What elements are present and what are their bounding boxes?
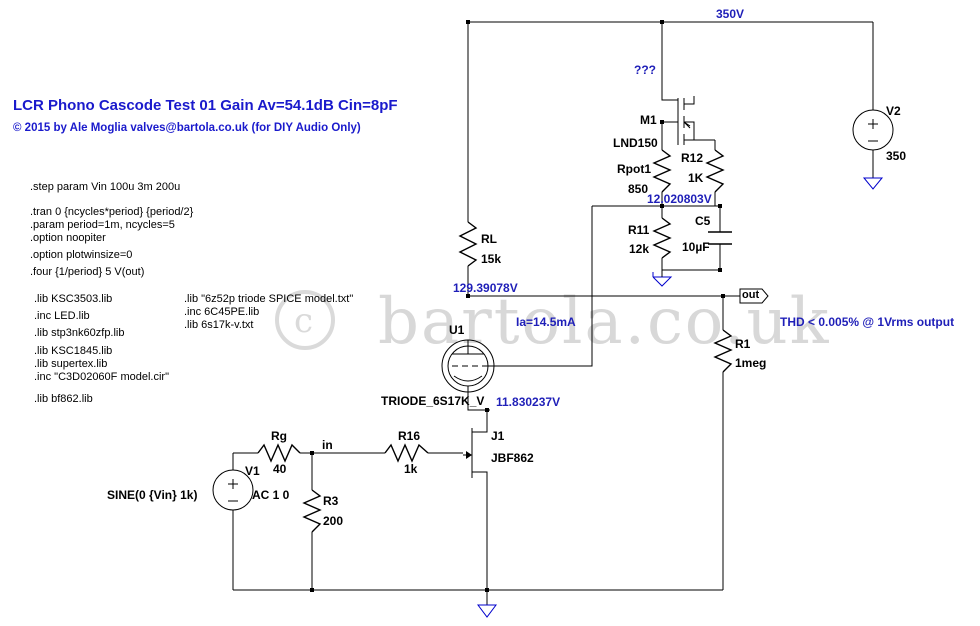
out-port-shape — [739, 288, 769, 304]
directive-line: .lib 6s17k-v.txt — [184, 319, 254, 331]
u1-value: TRIODE_6S17K_V — [381, 394, 485, 408]
rl-value: 15k — [481, 252, 502, 266]
directive-line: .tran 0 {ncycles*period} {period/2} — [30, 206, 194, 218]
c5-value: 10µF — [682, 240, 710, 254]
r12-name: R12 — [681, 151, 704, 165]
thd-annotation: THD < 0.005% @ 1Vrms output — [780, 315, 955, 329]
v2-source — [852, 109, 894, 151]
r11-resistor — [652, 217, 672, 259]
r3-value: 200 — [323, 514, 344, 528]
v1-source — [212, 469, 254, 511]
r3-resistor — [302, 489, 322, 533]
directive-line: .step param Vin 100u 3m 200u — [30, 181, 181, 193]
directive-line: .inc "C3D02060F model.cir" — [34, 371, 169, 383]
r11-value: 12k — [629, 242, 650, 256]
anode-voltage-label: 129.39078V — [453, 281, 518, 295]
rl-resistor — [458, 221, 478, 267]
svg-text:c: c — [294, 301, 313, 341]
rg-value: 40 — [273, 462, 287, 476]
r3-name: R3 — [323, 494, 339, 508]
r12-value: 1K — [688, 171, 704, 185]
v1-sine: SINE(0 {Vin} 1k) — [107, 488, 198, 502]
ia-annotation: Ia=14.5mA — [516, 315, 576, 329]
r16-name: R16 — [398, 429, 421, 443]
rg-resistor — [257, 443, 301, 463]
grid-wire — [495, 206, 593, 367]
ground-icon — [862, 177, 884, 190]
r11-name: R11 — [628, 223, 650, 237]
rpot1-resistor — [652, 149, 672, 193]
directive-line: .option noopiter — [30, 232, 106, 244]
directive-line: .option plotwinsize=0 — [30, 249, 133, 261]
directive-line: .lib "6z52p triode SPICE model.txt" — [184, 293, 354, 305]
m1-note: ??? — [634, 63, 656, 77]
c5-name: C5 — [695, 214, 711, 228]
rpot1-name: Rpot1 — [617, 162, 651, 176]
j1-value: JBF862 — [491, 451, 534, 465]
j1-name: J1 — [491, 429, 505, 443]
j1-arrow — [466, 451, 472, 459]
m1-name: M1 — [640, 113, 657, 127]
rpot1-value: 850 — [628, 182, 649, 196]
page-title: LCR Phono Cascode Test 01 Gain Av=54.1dB… — [13, 97, 398, 114]
credit-line: © 2015 by Ale Moglia valves@bartola.co.u… — [13, 122, 361, 134]
r1-name: R1 — [735, 337, 751, 351]
directive-line: .lib supertex.lib — [34, 358, 108, 370]
supply-voltage-label: 350V — [716, 7, 745, 21]
directive-line: .lib KSC1845.lib — [34, 345, 113, 357]
r1-value: 1meg — [735, 356, 767, 370]
m1-value: LND150 — [613, 136, 658, 150]
in-net-label: in — [322, 438, 333, 452]
rg-name: Rg — [271, 429, 287, 443]
mid-node-voltage-label: 12.020803V — [647, 192, 712, 206]
r16-value: 1k — [404, 462, 418, 476]
r16-resistor — [384, 443, 429, 463]
directive-line: .param period=1m, ncycles=5 — [30, 219, 175, 231]
directive-line: .inc 6C45PE.lib — [184, 306, 260, 318]
v1-value: AC 1 0 — [252, 488, 290, 502]
directive-line: .four {1/period} 5 V(out) — [30, 266, 145, 278]
r12-resistor — [705, 149, 725, 193]
u1-name: U1 — [449, 323, 465, 337]
v1-name: V1 — [245, 464, 260, 478]
ground-icon — [477, 604, 497, 618]
cathode-voltage-label: 11.830237V — [496, 395, 561, 409]
directive-line: .lib bf862.lib — [34, 393, 93, 405]
out-port-label: out — [742, 289, 760, 301]
directive-line: .lib KSC3503.lib — [34, 293, 113, 305]
rl-name: RL — [481, 232, 497, 246]
directive-line: .lib stp3nk60zfp.lib — [34, 327, 125, 339]
v2-value: 350 — [886, 149, 907, 163]
v2-name: V2 — [886, 104, 901, 118]
m1-drain-wire — [661, 22, 678, 101]
cathode-wire — [467, 392, 490, 411]
r1-resistor — [713, 329, 733, 373]
directive-line: .inc LED.lib — [34, 310, 90, 322]
c5-capacitor — [708, 231, 732, 245]
u1-triode — [441, 339, 495, 393]
watermark: bartola.co.uk — [378, 285, 831, 359]
